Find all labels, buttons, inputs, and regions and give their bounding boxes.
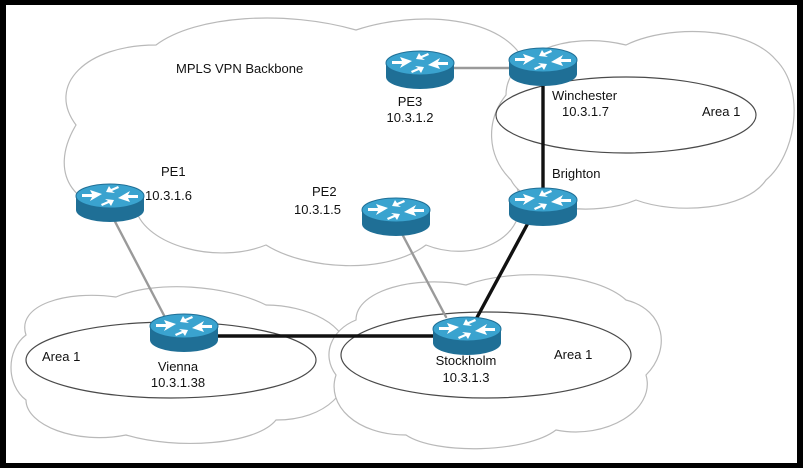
winchester-area-label: Area 1 [702, 104, 740, 119]
router-icon-pe1 [75, 183, 145, 223]
pe2-name: PE2 [312, 184, 337, 199]
link-pe1-vienna [108, 210, 170, 325]
backbone-label: MPLS VPN Backbone [176, 61, 303, 76]
network-diagram: MPLS VPN Backbone PE3 10.3.1.2 Wincheste… [6, 5, 797, 463]
router-icon-pe3 [385, 50, 455, 90]
router-icon-winchester [508, 47, 578, 87]
mpls-backbone-cloud [63, 17, 549, 267]
pe1-name: PE1 [161, 164, 186, 179]
stockholm-ip: 10.3.1.3 [443, 370, 490, 385]
router-icon-brighton [508, 187, 578, 227]
winchester-area-boundary [495, 76, 757, 154]
pe3-ip: 10.3.1.2 [387, 110, 434, 125]
link-pe2-stockholm [398, 228, 448, 319]
winchester-name: Winchester [552, 88, 618, 103]
stockholm-area-boundary [340, 311, 632, 399]
pe3-name: PE3 [398, 94, 423, 109]
pe2-ip: 10.3.1.5 [294, 202, 341, 217]
vienna-area-label: Area 1 [42, 349, 80, 364]
router-icon-pe2 [361, 197, 431, 237]
stockholm-name: Stockholm [436, 353, 497, 368]
winchester-ip: 10.3.1.7 [562, 104, 609, 119]
router-icon-stockholm [432, 316, 502, 356]
link-brighton-stockholm [472, 221, 530, 325]
stockholm-area-label: Area 1 [554, 347, 592, 362]
vienna-name: Vienna [158, 359, 199, 374]
diagram-svg: MPLS VPN Backbone PE3 10.3.1.2 Wincheste… [10, 17, 795, 450]
vienna-ip: 10.3.1.38 [151, 375, 205, 390]
pe1-ip: 10.3.1.6 [145, 188, 192, 203]
router-icon-vienna [149, 313, 219, 353]
brighton-name: Brighton [552, 166, 600, 181]
